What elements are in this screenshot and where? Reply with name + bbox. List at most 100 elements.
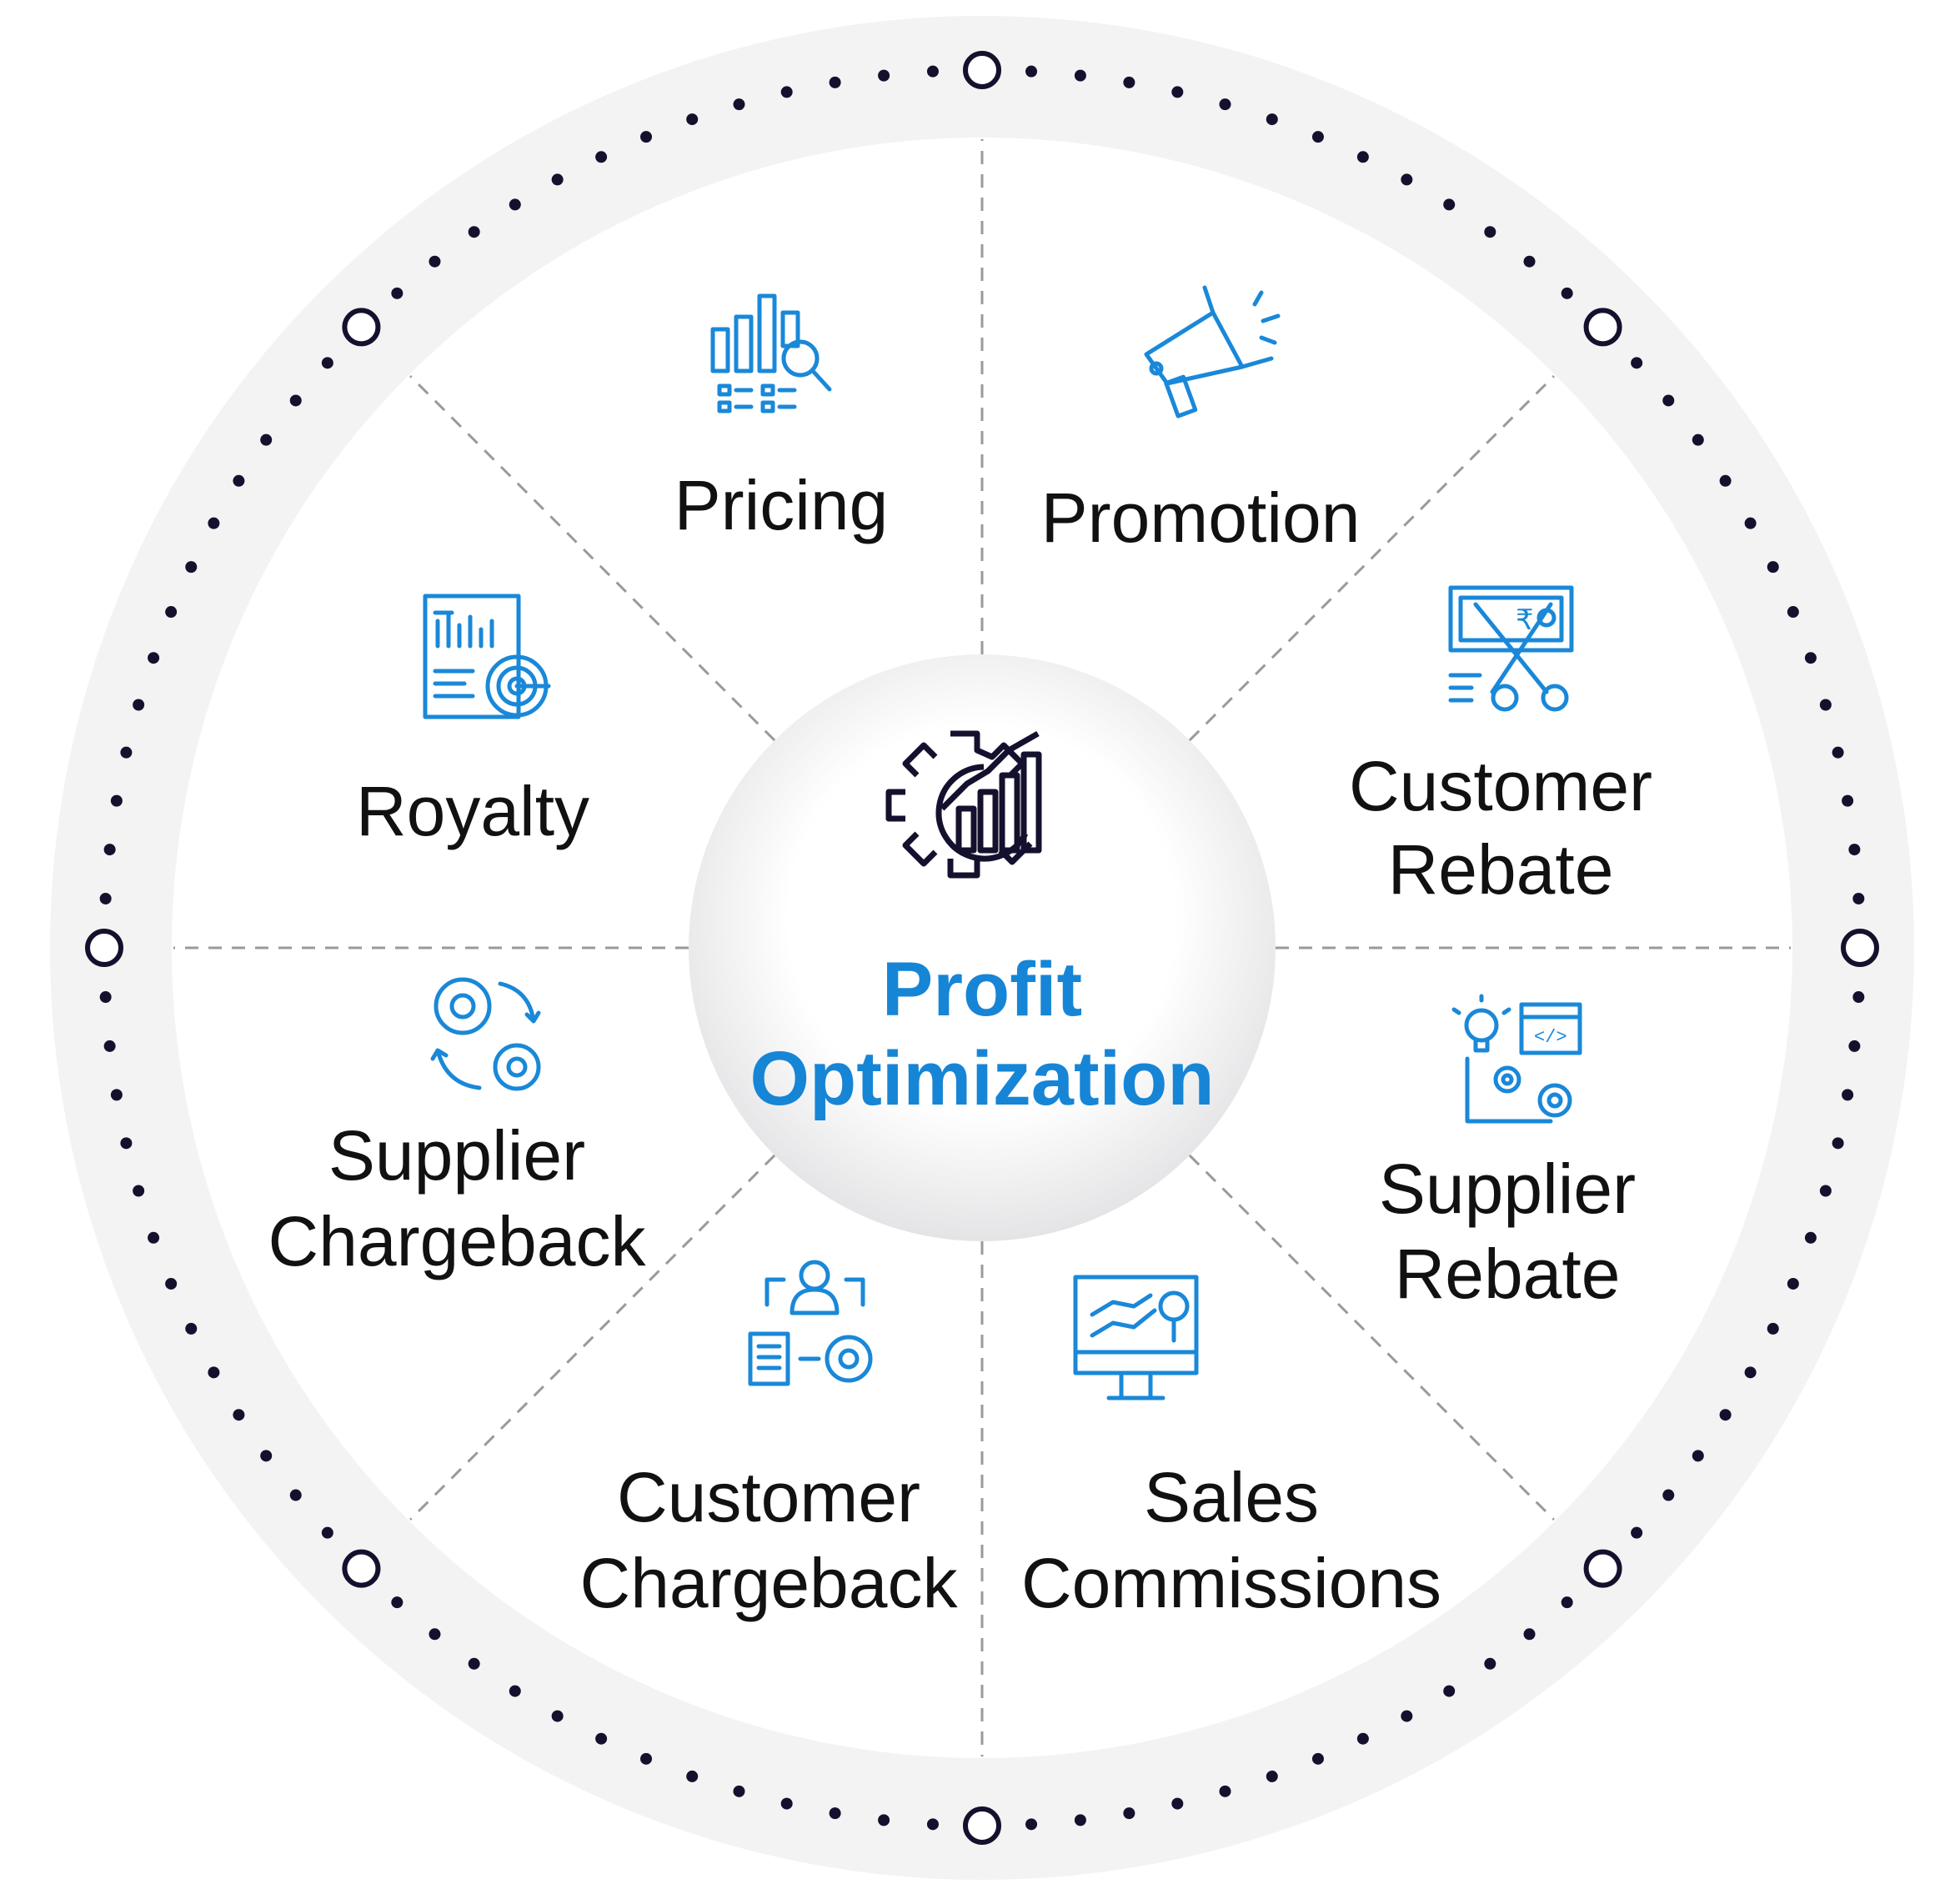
orbit-dot (321, 1526, 333, 1539)
orbit-dot (99, 892, 112, 904)
orbit-dot (289, 1489, 302, 1501)
orbit-dot (640, 131, 653, 143)
segment-sales-commissions[interactable]: Sales Commissions (1021, 1275, 1441, 1622)
orbit-dot (99, 991, 112, 1004)
orbit-dot (780, 1797, 793, 1810)
orbit-dot (1819, 1185, 1832, 1197)
segment-label: Promotion (1041, 479, 1361, 557)
orbit-dot (733, 98, 745, 111)
orbit-dot (1311, 1752, 1324, 1765)
orbit-dot (1692, 433, 1704, 446)
segment-label: Supplier (328, 1116, 585, 1195)
segment-supplier-rebate[interactable]: </> Supplier Rebate (1379, 994, 1636, 1313)
orbit-dot (686, 113, 699, 126)
orbit-dot (1219, 1785, 1231, 1797)
orbit-dot (185, 561, 198, 574)
orbit-dot (780, 86, 793, 98)
segment-label: Pricing (674, 466, 889, 544)
orbit-dot (1074, 69, 1086, 82)
orbit-dot (1804, 652, 1817, 664)
orbit-dot (429, 255, 441, 268)
orbit-dot (829, 1807, 841, 1820)
orbit-dot (1356, 151, 1369, 163)
svg-text:₹: ₹ (1516, 604, 1534, 636)
orbit-dot (1767, 561, 1779, 574)
orbit-node (342, 308, 381, 347)
orbit-dot (391, 287, 404, 299)
orbit-dot (133, 1185, 145, 1197)
segment-label: Customer (1349, 747, 1652, 825)
orbit-node (1583, 1549, 1622, 1588)
orbit-dot (1852, 892, 1865, 904)
person-document-gear-icon (748, 1260, 873, 1386)
svg-text:</>: </> (1534, 1027, 1567, 1048)
orbit-dot (260, 433, 273, 446)
orbit-dot (208, 517, 220, 529)
segment-customer-rebate[interactable]: ₹ Customer Rebate (1349, 585, 1652, 909)
orbit-dot (148, 1231, 160, 1244)
orbit-dot (233, 1409, 245, 1421)
orbit-dot (1832, 1137, 1844, 1150)
orbit-node (1841, 929, 1879, 967)
orbit-dot (1842, 1089, 1854, 1101)
orbit-dot (103, 844, 116, 856)
orbit-node (85, 929, 123, 967)
orbit-dot (1744, 1366, 1757, 1379)
segment-label: Rebate (1395, 1235, 1621, 1313)
orbit-dot (1804, 1231, 1817, 1244)
orbit-dot (468, 1657, 480, 1670)
orbit-dot (1356, 1732, 1369, 1745)
orbit-dot (551, 173, 564, 186)
gears-cycle-icon (430, 977, 541, 1091)
orbit-dot (1401, 1710, 1413, 1722)
orbit-dot (878, 1814, 890, 1826)
orbit-dot (1842, 794, 1854, 807)
orbit-dot (1266, 113, 1278, 126)
orbit-dot (1662, 394, 1675, 407)
orbit-node (1583, 308, 1622, 347)
segment-supplier-chargeback[interactable]: Supplier Chargeback (268, 977, 647, 1280)
orbit-dot (1443, 198, 1456, 211)
segment-customer-chargeback[interactable]: Customer Chargeback (580, 1260, 959, 1622)
orbit-node (342, 1549, 381, 1588)
orbit-dot (1171, 1797, 1184, 1810)
segment-promotion[interactable]: Promotion (1041, 285, 1361, 557)
orbit-dot (429, 1628, 441, 1641)
segment-pricing[interactable]: Pricing (674, 293, 889, 544)
orbit-dot (509, 1685, 521, 1697)
orbit-node (963, 51, 1001, 89)
orbit-dot (1561, 287, 1573, 299)
segment-royalty[interactable]: Royalty (356, 594, 589, 850)
orbit-dot (120, 1137, 133, 1150)
center-title-line2: Optimization (749, 1036, 1214, 1121)
orbit-dot (686, 1770, 699, 1782)
orbit-dot (1025, 1818, 1038, 1831)
orbit-dot (165, 606, 178, 619)
orbit-dot (1074, 1814, 1086, 1826)
orbit-dot (1123, 1807, 1135, 1820)
bar-chart-magnifier-icon (710, 293, 832, 413)
orbit-dot (1219, 98, 1231, 111)
orbit-dot (233, 474, 245, 487)
orbit-dot (260, 1450, 273, 1462)
orbit-dot (1266, 1770, 1278, 1782)
orbit-dot (509, 198, 521, 211)
orbit-dot (1443, 1685, 1456, 1697)
orbit-dot (1025, 65, 1038, 78)
divider-line (409, 375, 776, 742)
orbit-dot (1848, 1040, 1861, 1052)
segment-label: Commissions (1021, 1544, 1441, 1622)
orbit-dot (391, 1596, 404, 1609)
orbit-dot (468, 226, 480, 238)
center-title-line1: Profit (882, 947, 1082, 1032)
orbit-dot (208, 1366, 220, 1379)
orbit-dot (133, 699, 145, 711)
orbit-dot (1744, 517, 1757, 529)
orbit-dot (120, 746, 133, 759)
dotted-orbit (85, 51, 1879, 1845)
orbit-dot (165, 1277, 178, 1290)
segment-label: Customer (617, 1458, 920, 1536)
gear-chart-icon (885, 730, 1042, 879)
cash-scissors-icon: ₹ (1448, 585, 1574, 712)
orbit-dot (321, 357, 333, 369)
